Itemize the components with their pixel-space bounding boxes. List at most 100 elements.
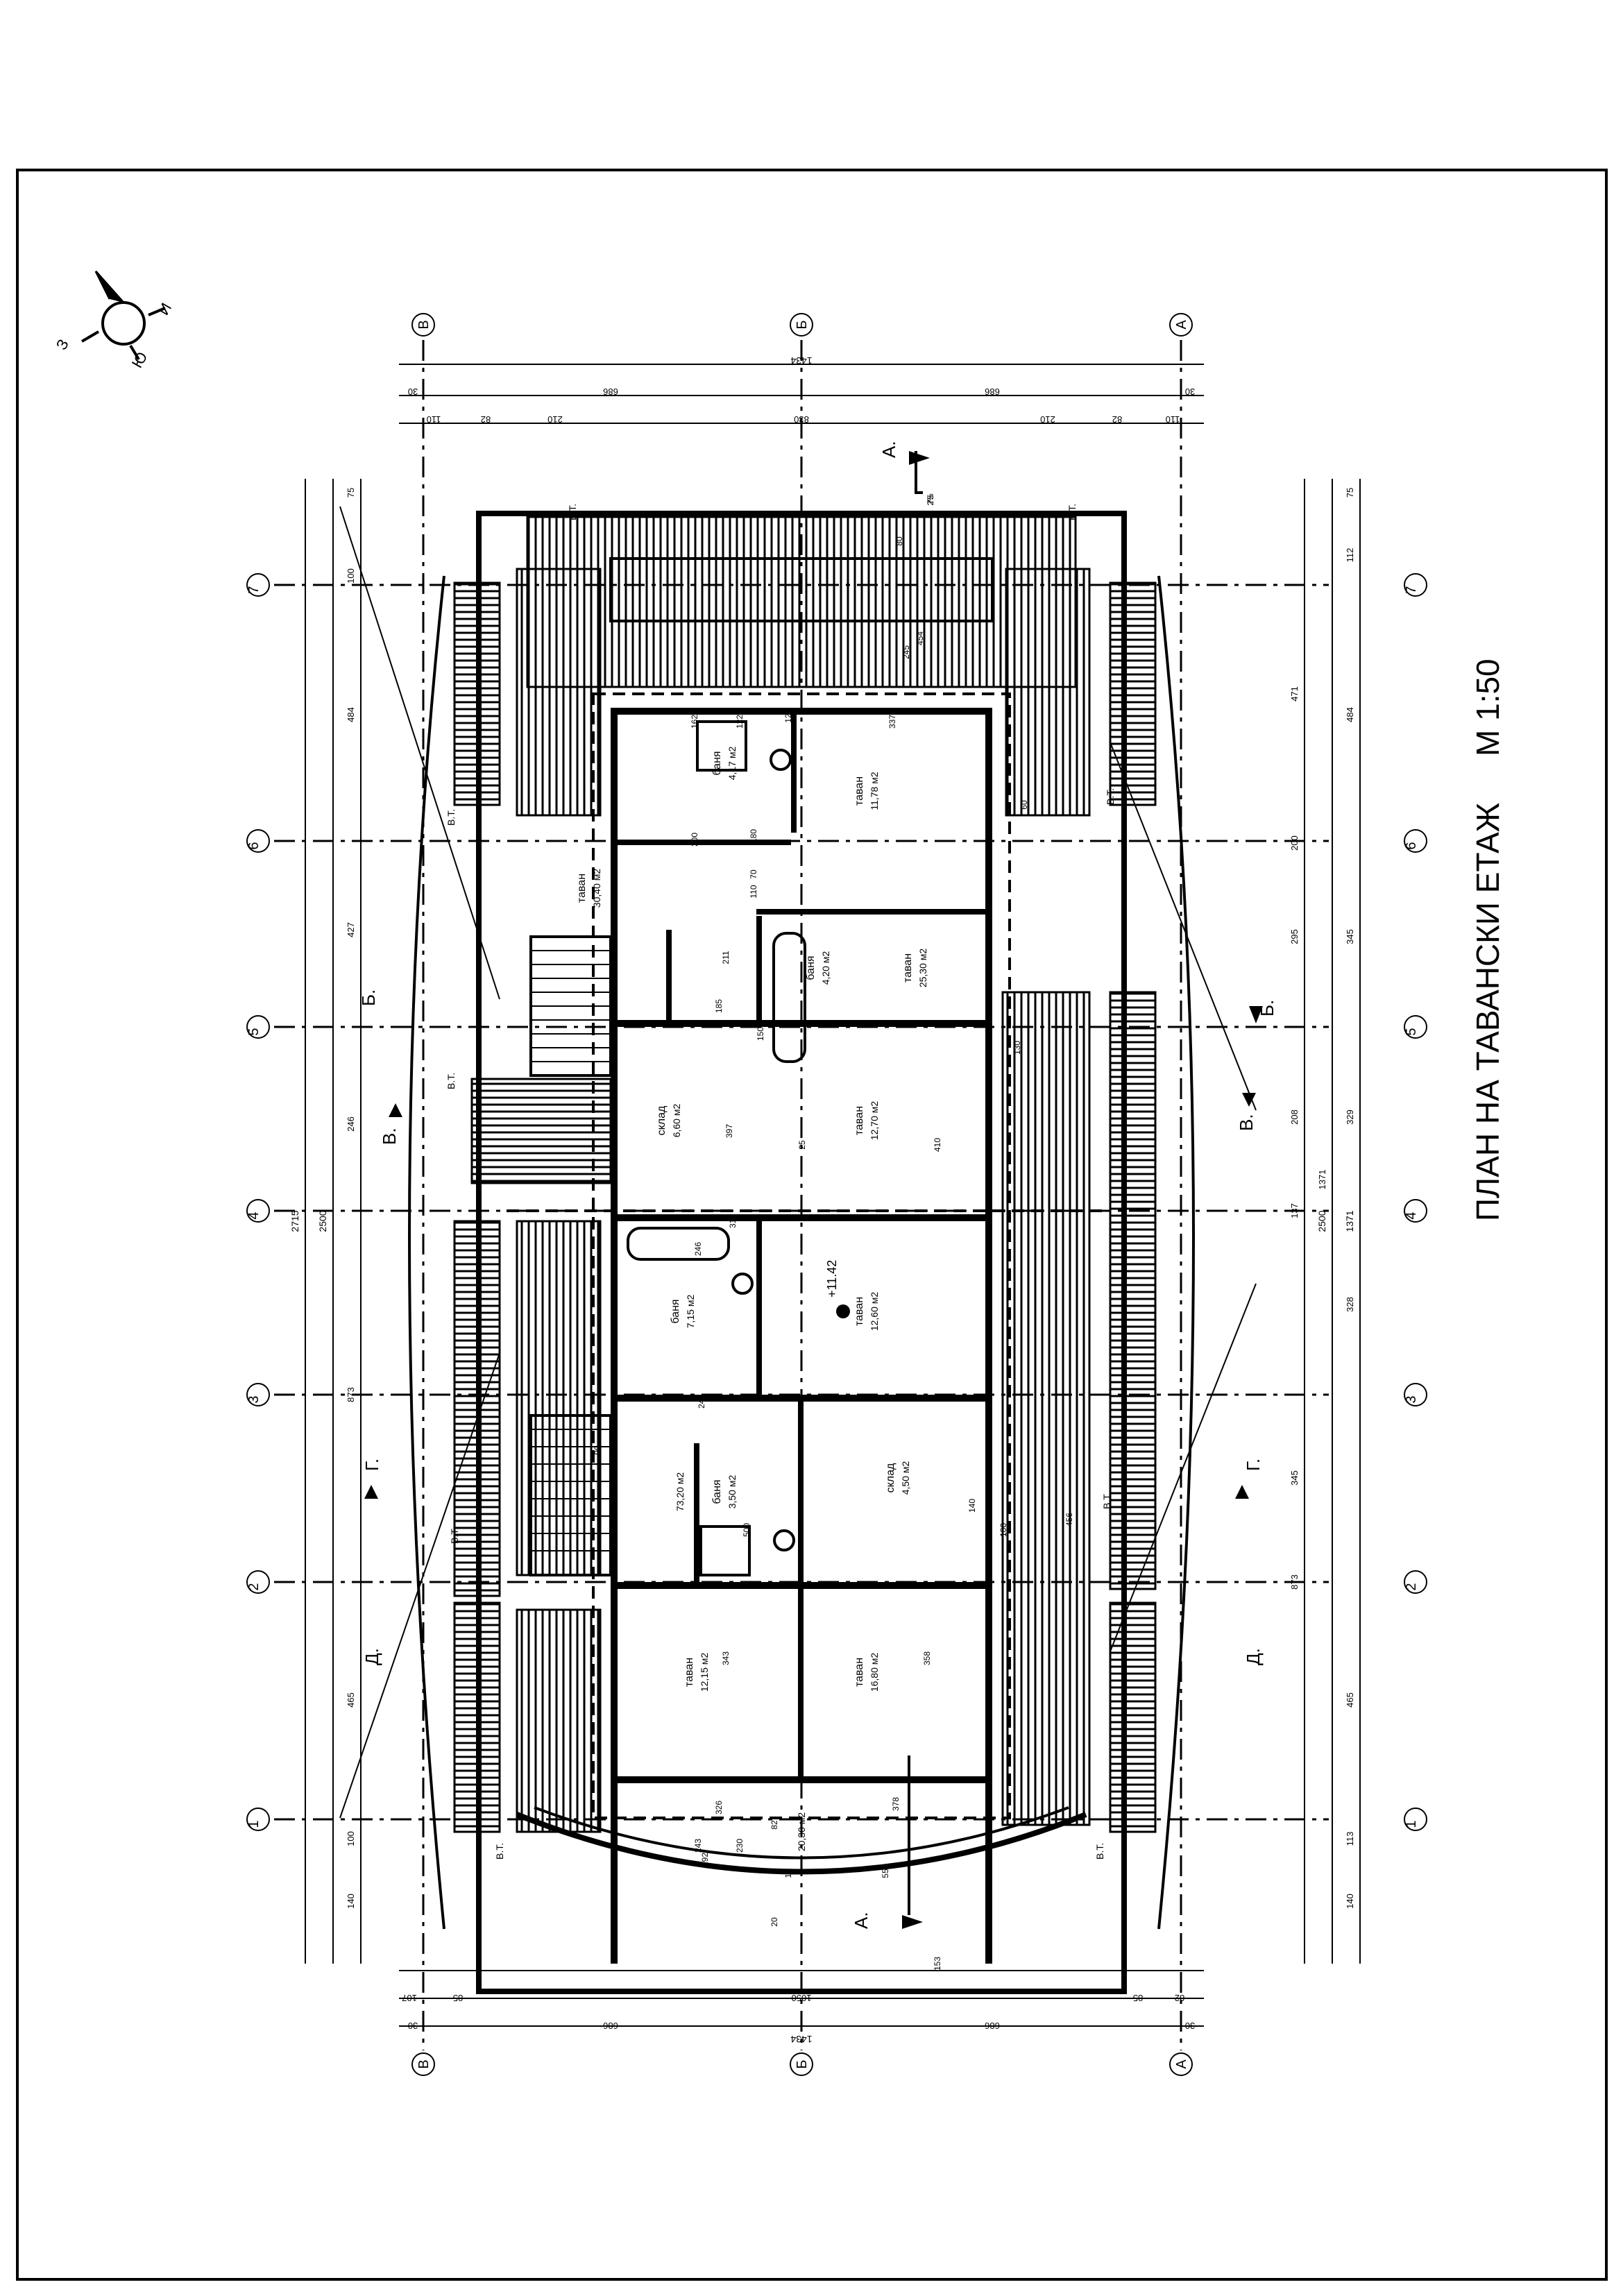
dim-misc-18: 397 [724,1124,734,1138]
terrace-arc [516,1812,1087,1875]
dim-misc-10: 70 [749,869,758,879]
gutter-left-bottom [453,1601,501,1833]
dim-misc-30: 15 [783,1869,793,1878]
dim-misc-6: 162 [690,715,699,729]
north-arrow-icon: З И Ю [53,271,176,371]
sheet-border [16,169,1608,2281]
dim-bottom-1: 85 [453,1993,463,2003]
dim-left-0: 140 [346,1894,356,1909]
dim-misc-9: 200 [690,833,699,847]
dim-misc-17: 318 [728,1214,738,1228]
room-name: баня [711,1479,723,1504]
compass-label-e: И [155,300,176,318]
room-name: баня [670,1299,681,1323]
bathtub-top [772,932,806,1063]
interior-walls [611,708,992,1964]
dim-misc-14: 150 [756,1027,765,1041]
vt-label-right-1: В.Т. [1105,788,1116,805]
axis-marker-4-right: 4 [1404,1199,1427,1223]
axis-marker-1-left: 1 [246,1808,270,1831]
svg-text:Д.: Д. [362,1648,382,1665]
svg-text:Б: Б [794,320,810,329]
room-area: 12,60 м2 [869,1292,880,1332]
dim-right-14: 471 [1289,686,1300,701]
dim-right-4: 345 [1289,1470,1300,1486]
dim-bottom-3: 85 [1133,1993,1143,2003]
room-area: 30,40 м2 [591,869,602,908]
axis-number-6: 6 [246,842,262,849]
dim-overall-left-2: 2500 [317,1210,328,1232]
dim-left-6: 484 [346,707,356,722]
room-area: 25,30 м2 [917,949,928,988]
room-name: таван [576,874,588,903]
toilet-lower [773,1529,795,1551]
dim-misc-31: 55 [881,1869,890,1878]
dim-misc-33: 456 [1064,1513,1074,1527]
section-mark-d-left: Д. [362,1648,382,1665]
svg-text:А: А [1174,2059,1189,2069]
dim-misc-28: 230 [735,1839,745,1853]
room-area: 4,20 м2 [820,951,831,985]
roof-slope-right-lower [1001,991,1091,1826]
section-mark-g-left: Г. [362,1459,382,1499]
room-name: таван [853,1297,865,1326]
dim-top2-1: 686 [603,386,618,397]
svg-text:Г.: Г. [1243,1459,1264,1471]
axis-number-1: 1 [246,1820,262,1828]
room-name: баня [711,751,723,775]
roof-dormer-top [609,557,994,622]
vt-label-bottom-right: В.Т. [1094,1843,1105,1860]
dim-misc-3: 245 [901,645,911,659]
svg-text:Д.: Д. [1243,1648,1264,1665]
axis-marker-5-right: 5 [1404,1015,1427,1039]
axis-number-5: 5 [1404,1028,1419,1035]
dim-top-1: 82 [481,414,491,425]
dim-right-8: 329 [1345,1109,1355,1125]
dim-overall-right: 2500 [1316,1210,1327,1232]
axis-marker-b-top: Б [790,313,813,337]
axis-number-2: 2 [246,1583,262,1590]
vt-label-right-2: В.Т. [1101,1493,1112,1509]
dim-misc-16: 410 [933,1138,942,1152]
room-area: 3,50 м2 [726,1475,738,1509]
dim-misc-2: 454 [915,631,925,645]
axis-marker-6-right: 6 [1404,829,1427,853]
shower-top [696,720,747,772]
axis-marker-7-right: 7 [1404,573,1427,597]
gutter-right-mid [1109,991,1157,1590]
vt-label-left-3: В.Т. [449,1527,460,1544]
svg-text:Б.: Б. [1257,1000,1277,1017]
axis-number-4: 4 [246,1211,262,1219]
dim-misc-11: 110 [749,885,758,898]
dim-misc-40: 2% [926,493,935,506]
dim-bottom-2: 1050 [792,1993,812,2003]
room-name: таван [853,776,865,806]
dim-right-7: 1371 [1317,1170,1327,1190]
dim-misc-26: 243 [693,1839,703,1853]
toilet-mid [731,1273,754,1295]
section-mark-a-bottom: А. [851,1912,923,1929]
dim-misc-34: 90 [593,1445,602,1455]
vt-label-bottom-left: В.Т. [494,1843,505,1860]
compass-label-s: Ю [128,349,151,371]
dim-misc-24: 358 [922,1651,932,1665]
dim-right-1: 113 [1345,1832,1355,1846]
svg-text:Б.: Б. [358,989,379,1006]
dim-left-3: 873 [346,1387,356,1402]
room-name: таван [902,953,914,983]
dim-right-15: 112 [1345,548,1355,563]
dim-bottom2-0: 30 [408,2021,418,2031]
gutter-right-bottom [1109,1601,1157,1833]
dim-misc-12: 211 [721,951,731,964]
drawing-title: ПЛАН НА ТАВАНСКИ ЕТАЖ [1470,803,1506,1221]
axis-number-1: 1 [1404,1820,1419,1828]
axis-number-3: 3 [246,1395,262,1403]
svg-text:Б: Б [794,2059,810,2068]
room-label: 20,30 м2 [796,1812,807,1852]
